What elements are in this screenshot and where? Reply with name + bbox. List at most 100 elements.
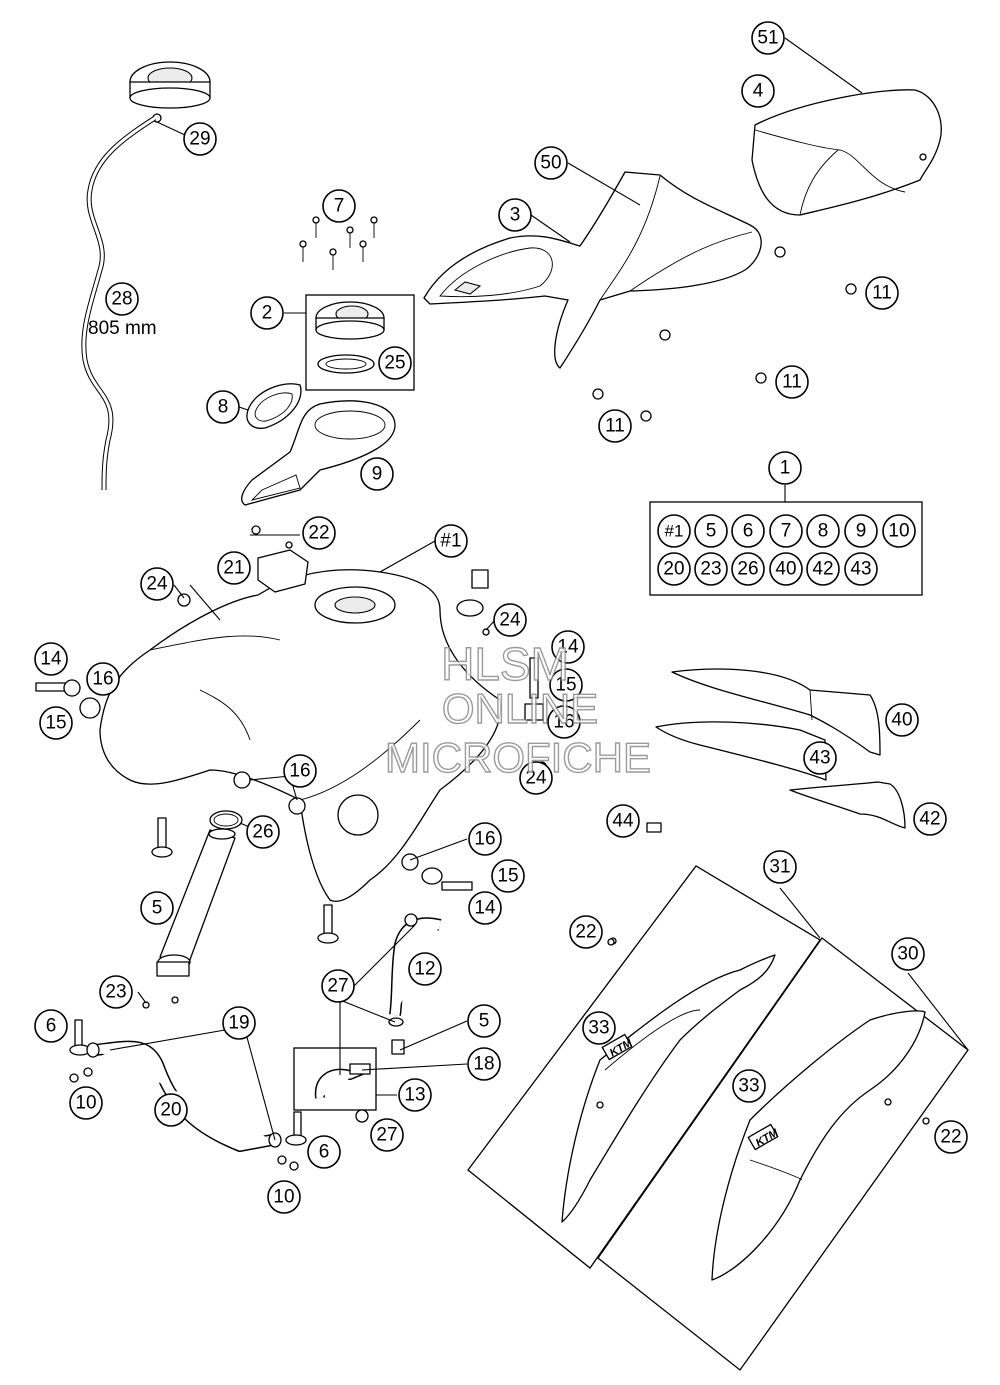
callout-3: 3 xyxy=(498,198,532,232)
side-panel-right-drawing: KTM xyxy=(607,938,930,1281)
svg-text:3: 3 xyxy=(510,205,521,226)
callout-7: 7 xyxy=(322,189,356,223)
svg-text:6: 6 xyxy=(46,1016,57,1037)
callout-27a: 27 xyxy=(321,969,355,1003)
svg-text:24: 24 xyxy=(525,768,547,789)
svg-text:#1: #1 xyxy=(440,531,461,552)
callout-40: 40 xyxy=(885,703,919,737)
callouts: 51 4 50 3 7 2 25 28 29 11 11 11 8 9 1 22… xyxy=(34,21,968,1214)
callout-14b: 14 xyxy=(551,630,585,664)
svg-text:8: 8 xyxy=(818,521,829,542)
callout-16d: 16 xyxy=(468,822,502,856)
svg-text:51: 51 xyxy=(757,28,778,49)
svg-text:22: 22 xyxy=(308,523,329,544)
svg-text:16: 16 xyxy=(553,712,574,733)
svg-text:5: 5 xyxy=(152,898,163,919)
callout-42: 42 xyxy=(913,802,947,836)
callout-33b: 33 xyxy=(732,1069,766,1103)
decal-43-drawing xyxy=(655,721,827,781)
kit-item: 43 xyxy=(844,552,878,586)
watermark: HLSM ONLINE MICROFICHE xyxy=(384,637,651,781)
decal-42-drawing xyxy=(789,781,906,829)
tank-fittings-drawing xyxy=(35,569,547,891)
callout-17: 5 xyxy=(467,1004,501,1038)
svg-text:14: 14 xyxy=(474,898,496,919)
callout-15a: 15 xyxy=(39,706,73,740)
callout-27b: 27 xyxy=(370,1118,404,1152)
callout-16c: 16 xyxy=(283,754,317,788)
svg-text:19: 19 xyxy=(228,1013,249,1034)
kit-item: 42 xyxy=(806,552,840,586)
callout-44: 44 xyxy=(606,804,640,838)
svg-text:MICROFICHE: MICROFICHE xyxy=(385,734,651,781)
callout-24c: 24 xyxy=(519,761,553,795)
svg-text:1: 1 xyxy=(780,458,791,479)
svg-text:50: 50 xyxy=(540,153,561,174)
callout-15c: 15 xyxy=(491,859,525,893)
svg-text:14: 14 xyxy=(557,637,579,658)
svg-text:31: 31 xyxy=(769,857,790,878)
callout-22a: 22 xyxy=(302,516,336,550)
callout-18: 18 xyxy=(467,1047,501,1081)
svg-text:11: 11 xyxy=(605,416,625,437)
callout-11c: 11 xyxy=(598,409,632,443)
svg-text:18: 18 xyxy=(473,1054,494,1075)
hose-kit-drawing xyxy=(314,1039,405,1123)
callout-25: 25 xyxy=(378,346,412,380)
callout-9: 9 xyxy=(360,457,394,491)
svg-text:26: 26 xyxy=(737,559,758,580)
kit-box-frame xyxy=(649,501,923,596)
callout-11b: 11 xyxy=(775,365,809,399)
svg-text:4: 4 xyxy=(753,81,764,102)
callout-tank: #1 xyxy=(434,524,468,558)
fuel-pump-cover-drawing xyxy=(251,525,309,593)
callout-14c: 14 xyxy=(468,891,502,925)
kit-box-contents: #1 5 6 7 8 9 10 20 23 26 40 42 43 xyxy=(657,514,916,586)
svg-text:9: 9 xyxy=(856,521,867,542)
gasket-drawing xyxy=(246,383,302,429)
callout-33a: 33 xyxy=(582,1011,616,1045)
svg-text:27: 27 xyxy=(376,1125,397,1146)
svg-text:21: 21 xyxy=(223,558,244,579)
svg-text:11: 11 xyxy=(872,283,892,304)
svg-text:15: 15 xyxy=(555,675,576,696)
seat-fasteners-drawing xyxy=(592,246,857,422)
callout-22c: 22 xyxy=(934,1120,968,1154)
clip-44-drawing xyxy=(646,822,662,833)
svg-text:27: 27 xyxy=(327,976,348,997)
svg-text:16: 16 xyxy=(289,761,310,782)
svg-text:13: 13 xyxy=(404,1085,425,1106)
svg-text:ONLINE: ONLINE xyxy=(442,685,598,732)
callout-1: 1 xyxy=(768,451,802,485)
kit-item: #1 xyxy=(657,514,691,548)
filler-cover-drawing xyxy=(241,400,396,506)
svg-text:12: 12 xyxy=(414,959,435,980)
svg-text:7: 7 xyxy=(334,196,345,217)
svg-text:6: 6 xyxy=(319,1142,330,1163)
svg-text:30: 30 xyxy=(897,944,918,965)
callout-20: 20 xyxy=(154,1093,188,1127)
svg-text:44: 44 xyxy=(612,811,634,832)
svg-text:5: 5 xyxy=(479,1011,490,1032)
svg-text:20: 20 xyxy=(663,559,684,580)
svg-text:5: 5 xyxy=(706,521,717,542)
kit-item: 40 xyxy=(769,552,803,586)
svg-text:24: 24 xyxy=(499,610,521,631)
kit-item: 7 xyxy=(769,514,803,548)
leader-lines xyxy=(109,37,969,1141)
kit-item: 6 xyxy=(731,514,765,548)
svg-text:25: 25 xyxy=(384,353,405,374)
callout-2: 2 xyxy=(250,296,284,330)
fuel-tank-drawing xyxy=(99,569,502,902)
callout-24a: 24 xyxy=(140,567,174,601)
kit-item: 9 xyxy=(844,514,878,548)
svg-text:40: 40 xyxy=(775,559,796,580)
svg-text:33: 33 xyxy=(588,1018,609,1039)
fuel-cap-vent-drawing xyxy=(129,61,211,123)
callout-13: 13 xyxy=(398,1078,432,1112)
kit-item: 8 xyxy=(806,514,840,548)
decal-40-drawing xyxy=(671,668,881,756)
callout-19: 19 xyxy=(222,1006,256,1040)
callout-16a: 16 xyxy=(86,662,120,696)
callout-26: 26 xyxy=(246,815,280,849)
